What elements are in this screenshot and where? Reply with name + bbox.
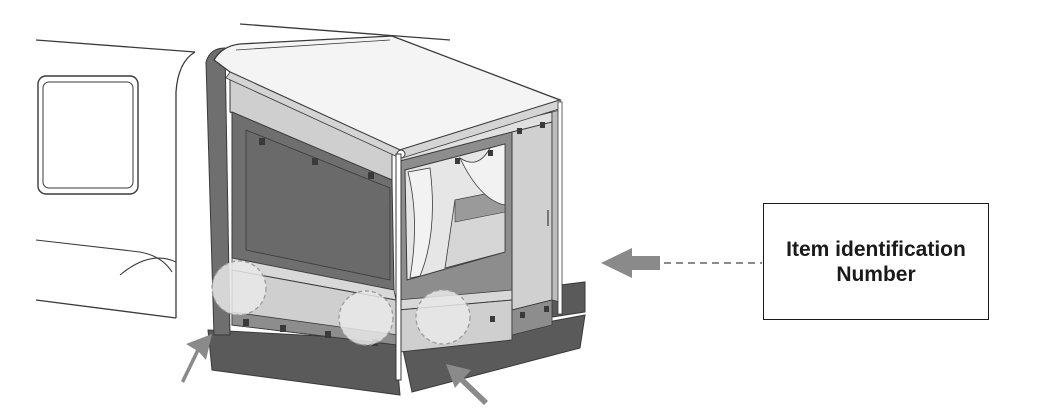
item-identification-label-box: Item identification Number bbox=[763, 203, 989, 320]
arrow-left-icon bbox=[181, 334, 212, 383]
arrow-bottom-icon bbox=[446, 364, 488, 405]
caravan-body bbox=[35, 23, 451, 319]
highlight-circle-middle bbox=[338, 290, 394, 346]
pointer-arrows bbox=[181, 248, 660, 405]
front-clips bbox=[455, 122, 549, 322]
highlight-circle-left bbox=[211, 260, 267, 316]
highlight-circle-right bbox=[415, 289, 471, 345]
caravan-window bbox=[37, 75, 139, 195]
label-line-1: Item identification bbox=[786, 237, 966, 261]
label-location-highlights bbox=[211, 260, 471, 346]
arrow-right-icon bbox=[601, 248, 660, 278]
label-line-2: Number bbox=[836, 262, 916, 286]
awning-roof bbox=[213, 35, 563, 159]
corner-pole bbox=[395, 101, 563, 381]
